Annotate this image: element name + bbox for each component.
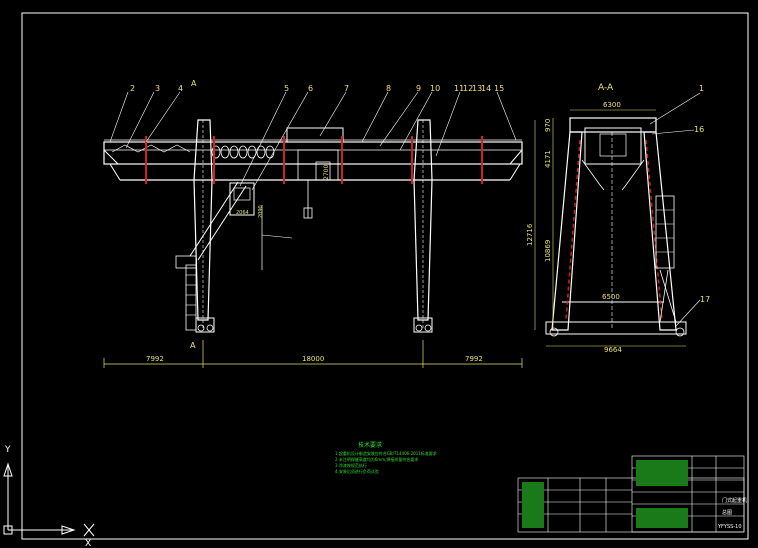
balloon-11: 11 (454, 84, 464, 93)
side-base-sill (545, 321, 687, 335)
cab-window (233, 187, 251, 201)
left-ladder (185, 264, 197, 331)
dim-left-cantilever: 7992 (146, 355, 164, 363)
dim-span: 18000 (302, 355, 324, 363)
side-top-beam (569, 117, 657, 133)
note-line-4: 4.安装后须进行负荷试验 (335, 468, 379, 474)
balloon-5: 5 (284, 84, 289, 93)
trolley-frame (286, 127, 344, 143)
left-leg (193, 119, 213, 321)
title-block-green-cells (522, 482, 544, 528)
front-elevation-view (103, 119, 523, 333)
stair-stringer-2 (197, 185, 247, 261)
side-trolley (584, 127, 642, 165)
side-right-leg (643, 131, 677, 331)
right-leg-bogie (413, 317, 433, 333)
balloon-16: 16 (694, 125, 704, 134)
left-wheel-2 (206, 324, 214, 332)
section-mark-a-top: A (191, 79, 197, 88)
side-view-title: A-A (598, 83, 614, 93)
section-mark-a-bottom: A (190, 341, 196, 350)
balloon-7: 7 (344, 84, 349, 93)
dim-side-top-width: 6300 (603, 101, 621, 109)
axis-x-label: X (85, 539, 91, 548)
axis-y-label: Y (4, 445, 11, 455)
side-dimensions: 6300 970 4171 10869 6500 9664 (544, 101, 686, 354)
balloon-3: 3 (155, 84, 160, 93)
girder-lower-right (509, 163, 521, 181)
girder-end-left (103, 149, 119, 165)
note-line-2: 2.未注明焊缝高度均为6mm,焊接质量符合要求 (335, 456, 418, 462)
side-balloons: 1 16 17 (649, 84, 710, 327)
dim-side-column-height: 10869 (544, 240, 552, 262)
side-hoist (599, 133, 627, 157)
hoist-drum (315, 161, 331, 181)
dim-side-upper-height: 4171 (544, 150, 552, 168)
balloon-15: 15 (494, 84, 504, 93)
dim-trolley: 2090 (258, 205, 264, 218)
balloon-2: 2 (130, 84, 135, 93)
note-line-3: 3.涂漆按规范执行 (335, 462, 367, 468)
front-dimensions: 7992 18000 7992 12716 2700 2064 2090 (103, 120, 536, 368)
balloon-17: 17 (700, 295, 710, 304)
dim-hoist-height: 2700 (323, 165, 330, 180)
note-line-1: 1.起重机设计制造安装应符合GB/T14406-2011标准要求 (335, 450, 437, 456)
girder-lower-left (109, 163, 121, 181)
left-platform (175, 255, 197, 269)
title-block-sub: 总图 (722, 509, 732, 516)
balloon-12: 12 (463, 84, 473, 93)
notes-title: 技术要求 (358, 441, 382, 449)
dim-right-cantilever: 7992 (465, 355, 483, 363)
trolley-hoist (297, 149, 339, 181)
drawing-border (21, 12, 749, 540)
hook-block (303, 207, 313, 219)
balloon-6: 6 (308, 84, 313, 93)
balloon-14: 14 (481, 84, 491, 93)
balloon-8: 8 (386, 84, 391, 93)
dim-hoist-width: 2064 (236, 210, 249, 216)
balloon-9: 9 (416, 84, 421, 93)
title-block-text: 门式起重机 总图 YFYSS-10 (522, 460, 747, 530)
balloon-4: 4 (178, 84, 183, 93)
dim-side-base-width: 9664 (604, 346, 622, 354)
dim-total-height: 12716 (526, 223, 534, 246)
balloon-10: 10 (430, 84, 440, 93)
red-stiffeners (145, 136, 483, 184)
title-block-drawing-no: YFYSS-10 (717, 524, 742, 530)
girder-end-right (509, 149, 523, 165)
front-balloons: 2 3 4 5 6 7 8 9 10 11 12 13 14 15 A A (130, 79, 504, 350)
title-block-name: 门式起重机 (722, 497, 747, 504)
balloon-1: 1 (699, 84, 704, 93)
operator-cab (229, 182, 255, 216)
side-ladder (655, 195, 675, 269)
dim-side-inner-width: 6500 (602, 293, 620, 301)
title-block (517, 455, 745, 533)
left-wheel-1 (197, 324, 205, 332)
right-leg (413, 119, 433, 321)
side-left-leg (551, 131, 583, 331)
side-elevation-view: A-A (545, 83, 687, 337)
balloon-13: 13 (472, 84, 482, 93)
cable-festoon (111, 144, 191, 153)
cable-trolleys (211, 145, 275, 159)
ucs-axis-icon (3, 462, 95, 537)
dim-side-top-offset: 970 (544, 119, 552, 132)
stair-stringer-1 (189, 181, 239, 257)
main-girder (103, 141, 523, 165)
front-balloon-leaders (109, 91, 517, 191)
technical-notes: 技术要求 1.起重机设计制造安装应符合GB/T14406-2011标准要求 2.… (335, 441, 437, 474)
